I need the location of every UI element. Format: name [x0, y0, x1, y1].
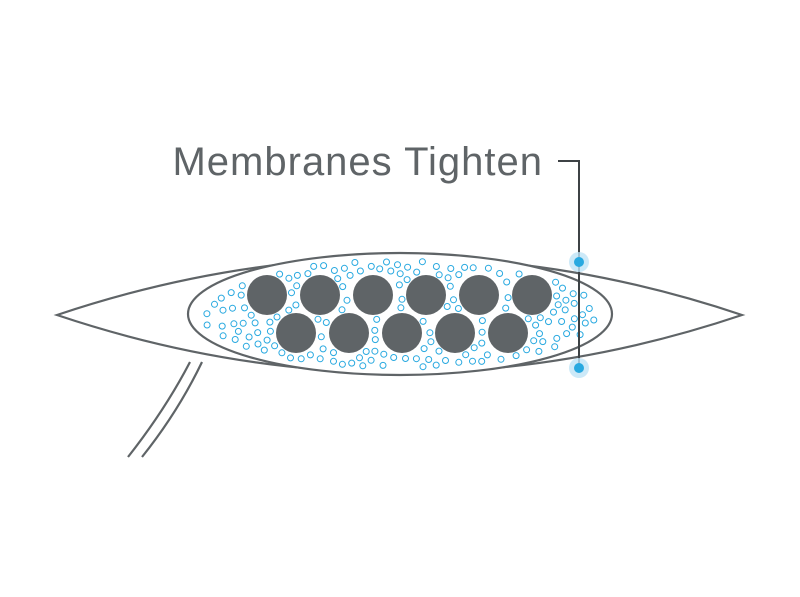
stem-line-left	[128, 362, 190, 457]
callout-point-bottom	[574, 363, 584, 373]
fat-globule	[353, 275, 393, 315]
fat-globule	[329, 313, 369, 353]
cell-stem	[128, 362, 202, 457]
callout-label: Membranes Tighten	[172, 140, 543, 184]
fat-globule	[406, 275, 446, 315]
callout-point-top	[574, 257, 584, 267]
fat-globule	[459, 275, 499, 315]
fat-globule	[276, 313, 316, 353]
fat-globule	[382, 313, 422, 353]
fat-globule	[512, 275, 552, 315]
fat-globule	[488, 313, 528, 353]
fat-globule	[435, 313, 475, 353]
stem-line-right	[142, 362, 202, 457]
fat-globule	[300, 275, 340, 315]
fat-globule	[247, 275, 287, 315]
